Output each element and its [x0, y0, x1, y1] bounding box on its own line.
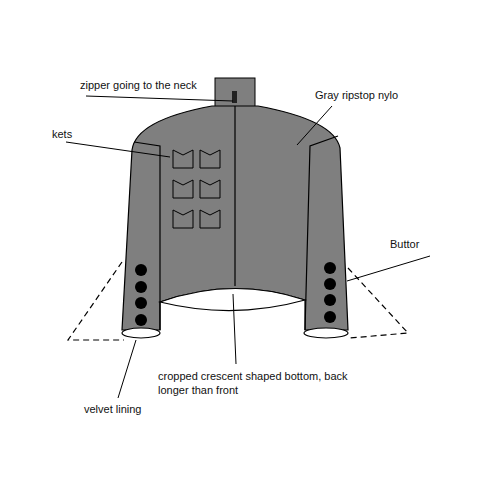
callout-label: Gray ripstop nylo — [315, 88, 398, 102]
pockets — [173, 150, 220, 228]
sleeve-opening — [122, 328, 160, 338]
leader-lines — [66, 96, 430, 398]
callout-label: zipper going to the neck — [80, 78, 197, 92]
callout-label: cropped crescent shaped bottom, back lon… — [158, 369, 373, 397]
buttons — [135, 262, 336, 326]
collar — [215, 78, 255, 108]
seams — [134, 106, 338, 330]
jacket-body — [122, 106, 348, 330]
callout-label: kets — [52, 127, 72, 141]
sleeve-opening — [304, 328, 348, 338]
callout-label: Buttor — [390, 237, 419, 251]
callout-label: velvet lining — [84, 402, 141, 416]
crescent-hem — [160, 288, 305, 310]
